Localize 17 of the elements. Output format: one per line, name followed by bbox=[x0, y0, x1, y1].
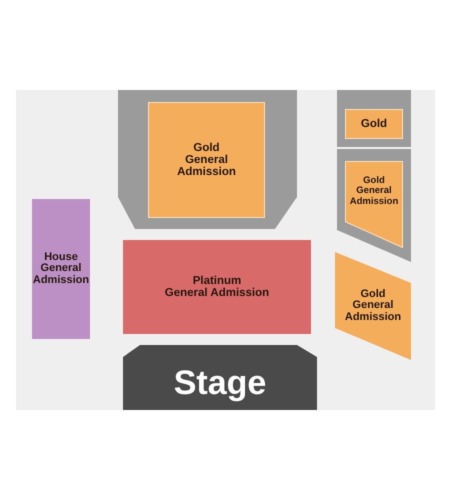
seating-section bbox=[345, 109, 403, 139]
seating-section bbox=[32, 199, 90, 339]
seating-section bbox=[345, 161, 403, 248]
seating-section bbox=[148, 102, 265, 218]
section-label: Platinum General Admission bbox=[164, 274, 270, 300]
section-label: Gold General Admission bbox=[176, 142, 237, 178]
seating-block bbox=[337, 149, 411, 262]
stage-label: Stage bbox=[174, 366, 266, 402]
seating-block bbox=[118, 90, 297, 229]
section-label: Gold General Admission bbox=[344, 288, 402, 324]
seating-section bbox=[335, 252, 411, 360]
section-label: Gold General Admission bbox=[348, 176, 400, 207]
seating-section bbox=[123, 240, 311, 334]
stage bbox=[123, 345, 317, 410]
section-label: House General Admission bbox=[32, 252, 90, 286]
section-label: Gold bbox=[360, 118, 388, 130]
seating-block bbox=[337, 90, 411, 147]
